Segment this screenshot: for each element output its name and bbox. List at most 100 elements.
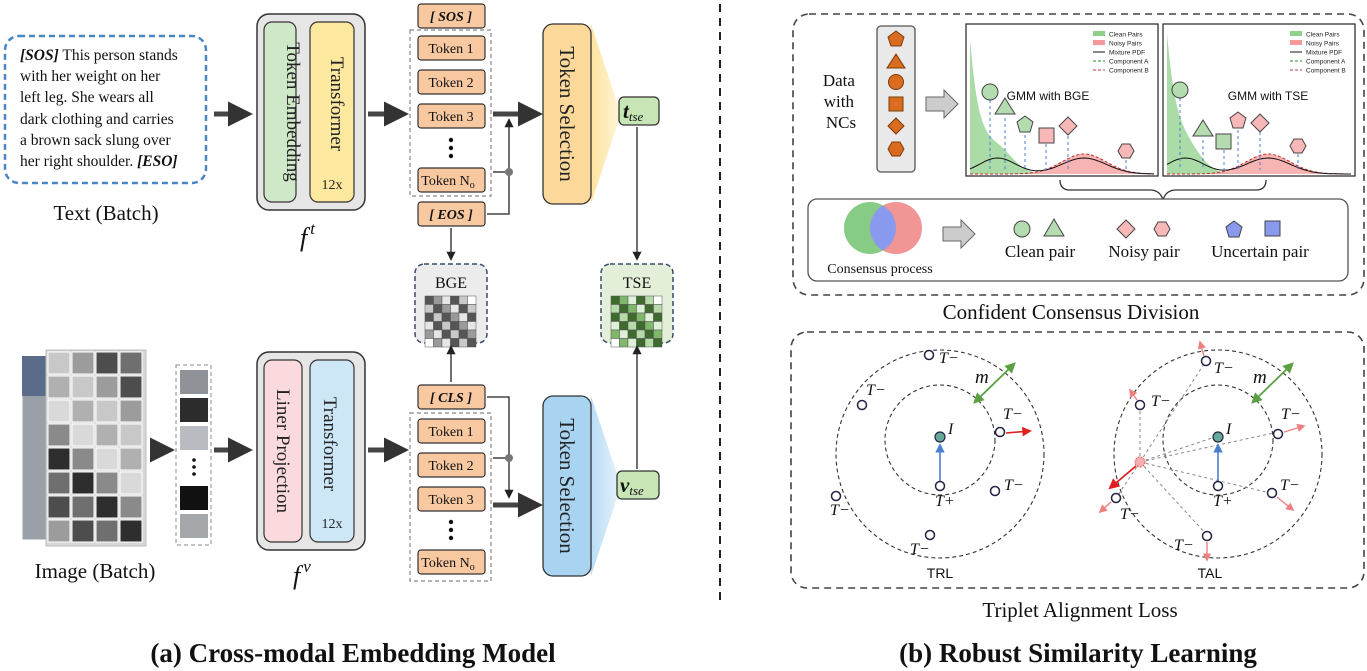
linear-projection-label: Liner Projection — [272, 389, 293, 513]
tal-push-arrow — [1129, 388, 1138, 401]
tal-negative-label: T− — [1151, 393, 1171, 410]
bge-module: BGE — [414, 263, 488, 348]
image-batch-input — [21, 349, 212, 547]
trl-negative-label: T− — [1004, 477, 1024, 494]
image-tokens: [ CLS ] Token 1 Token 2 Token 3 Token No — [409, 384, 492, 582]
token-embedding-label: Token Embedding — [282, 42, 303, 182]
trl-negative-label: T− — [866, 382, 886, 399]
junction-dot-image — [505, 454, 513, 462]
clean-triangle-icon — [1192, 119, 1214, 137]
trl-negative-point — [989, 485, 1001, 497]
text-encoder: Token Embedding Transformer 12x — [256, 13, 366, 211]
trl-negative-point — [830, 490, 842, 502]
tal-positive-point — [1212, 480, 1224, 492]
tal-push-arrow — [1276, 496, 1295, 512]
tal-negative-point — [1272, 428, 1284, 440]
trl-anchor-point — [934, 431, 946, 443]
trl-negative-label: T− — [830, 502, 850, 519]
data-with-ncs-label: Data with NCs — [823, 71, 859, 132]
text-transformer-block — [309, 21, 355, 203]
tal-negative-label: T− — [1174, 537, 1194, 554]
trl-negative-point — [923, 349, 935, 361]
tal-section — [790, 331, 1365, 589]
tse-label: TSE — [623, 275, 651, 292]
text-batch-input: [SOS] This person stands with her weight… — [3, 34, 208, 185]
tal-negative-point — [1134, 399, 1146, 411]
linear-projection-block — [263, 359, 303, 543]
noisy-hexagon-icon — [1289, 138, 1307, 154]
noisy-square-icon — [1038, 127, 1055, 144]
text-token-n-label: Token No — [421, 174, 474, 191]
image-transformer-label: Transformer — [319, 397, 340, 492]
clean-circle-icon — [1171, 81, 1189, 99]
ccd-section-title: Confident Consensus Division — [943, 300, 1200, 324]
legend-entry: Noisy Pairs — [1306, 41, 1340, 48]
tal-negative-point — [1201, 530, 1213, 542]
uncertain-pair-square-icon — [1264, 220, 1281, 237]
text-token-1-label: Token 1 — [428, 42, 473, 57]
eos-feedback-line — [487, 175, 510, 215]
tal-negative-label: T− — [1280, 477, 1300, 494]
trl-push-arrow — [1005, 426, 1032, 437]
image-patch-tiles — [47, 351, 143, 543]
sos-token-label: [ SOS ] — [430, 10, 472, 25]
panel-b-title: (b) Robust Similarity Learning — [899, 638, 1257, 668]
token-embedding-block — [263, 21, 297, 203]
tal-aggregation-lines — [1115, 360, 1279, 536]
t-tse-label: ttse — [623, 99, 644, 124]
tse-module: TSE — [600, 263, 674, 348]
text-token-3-label: Token 3 — [428, 110, 473, 125]
consensus-box: Consensus process Clean pair Noisy pair … — [807, 198, 1349, 282]
clean-triangle-icon — [994, 97, 1016, 115]
legend-entry: Component B — [1109, 68, 1149, 75]
tal-diagram: m I T+ T− T− T− T− T− T− — [1098, 340, 1323, 581]
noisy-pair-diamond-icon — [1116, 219, 1136, 239]
text-tokens: [ SOS ] Token 1 Token 2 Token 3 Token No… — [409, 3, 492, 227]
tal-margin-label: m — [1253, 367, 1267, 388]
arrow-to-pairs-icon — [942, 218, 976, 250]
cls-token — [417, 384, 486, 410]
arrow-to-gmm-icon — [925, 88, 959, 120]
eos-token — [417, 201, 486, 227]
text-token-selection: Token Selection — [542, 23, 621, 205]
text-token-ellipsis — [448, 137, 454, 159]
noisy-pair-label: Noisy pair — [1108, 242, 1180, 261]
trl-negative-point — [994, 426, 1006, 438]
text-token-2 — [417, 69, 486, 95]
v-tse-label: vtse — [620, 473, 644, 498]
tse-similarity-grid — [610, 295, 663, 348]
text-caption-lines: [SOS] This person stands with her weight… — [20, 47, 182, 170]
text-token-1 — [417, 35, 486, 61]
tal-negative-label: T− — [1120, 506, 1140, 523]
trl-positive-point — [934, 480, 946, 492]
tal-negative-label: T− — [1214, 360, 1234, 377]
legend-entry: Noisy Pairs — [1109, 41, 1143, 48]
image-transformer-layers: 12x — [322, 517, 343, 532]
tal-aggregated-push-arrow — [1108, 465, 1137, 490]
junction-dot-text — [505, 168, 513, 176]
text-token-selection-label: Token Selection — [555, 46, 579, 182]
trl-negative-label: T− — [910, 541, 930, 558]
consensus-venn-overlap — [870, 205, 896, 251]
diamond-sample-icon — [887, 117, 905, 135]
trl-anchor-label: I — [947, 421, 954, 438]
noisy-diamond-icon — [1250, 113, 1270, 133]
clean-circle-icon — [981, 83, 999, 101]
tal-push-arrow — [1098, 501, 1112, 514]
legend-entry: Component A — [1109, 59, 1149, 66]
image-token-2 — [417, 452, 486, 478]
hexagon-sample-icon — [887, 141, 905, 157]
tal-anchor-label: I — [1225, 421, 1232, 438]
image-token-selection-label: Token Selection — [555, 418, 579, 554]
trl-margin-arrow — [973, 362, 1016, 404]
sos-token — [417, 3, 486, 29]
gmm-brace — [1059, 179, 1267, 203]
tal-positive-label: T+ — [1213, 493, 1233, 510]
tal-negative-label: T− — [1281, 406, 1301, 423]
legend-entry: Mixture PDF — [1109, 50, 1145, 57]
text-token-n — [417, 167, 486, 193]
text-token-3 — [417, 103, 486, 129]
